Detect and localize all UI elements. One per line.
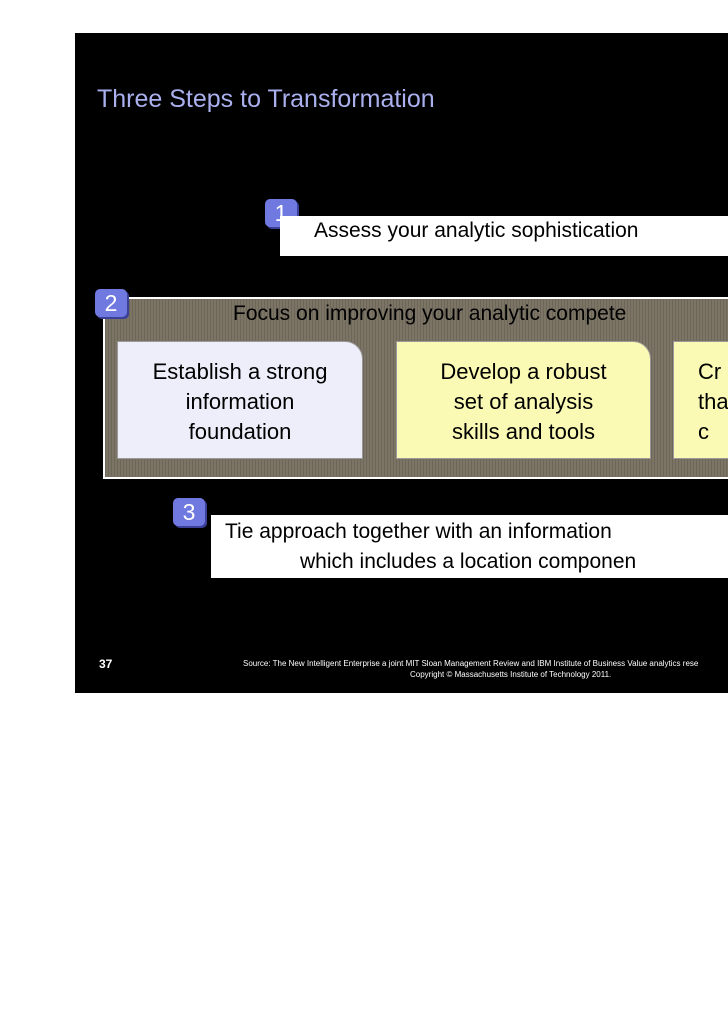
step-3-text: Tie approach together with an informatio… [211,515,728,578]
step-3-badge: 3 [173,498,205,526]
slide: Three Steps to Transformation 1 Assess y… [75,33,728,693]
skills-line: skills and tools [451,419,596,444]
slide-title: Three Steps to Transformation [97,85,435,113]
foundation-line: foundation [188,419,292,444]
skills-line: Develop a robust [440,359,607,384]
culture-line: Cr [698,359,722,384]
step-1-text: Assess your analytic sophistication [280,216,728,256]
skills-line: set of analysis [453,389,594,414]
foundation-line: information [185,389,295,414]
step-3-line-1: Tie approach together with an informatio… [225,520,612,543]
foundation-line: Establish a strong [152,359,328,384]
culture-line: tha [698,389,728,414]
foundation-box: Establish a strong information foundatio… [117,341,363,459]
copyright-note: Copyright © Massachusetts Institute of T… [410,670,612,679]
step-2-text: Focus on improving your analytic compete [233,302,627,325]
source-note: Source: The New Intelligent Enterprise a… [243,659,699,668]
page-number: 37 [99,657,113,671]
step-2-badge: 2 [95,289,127,317]
culture-line: c [698,419,709,444]
skills-tools-box: Develop a robust set of analysis skills … [396,341,651,459]
culture-box: Cr tha c [673,341,728,459]
step-3-line-2: which includes a location componen [300,550,637,573]
